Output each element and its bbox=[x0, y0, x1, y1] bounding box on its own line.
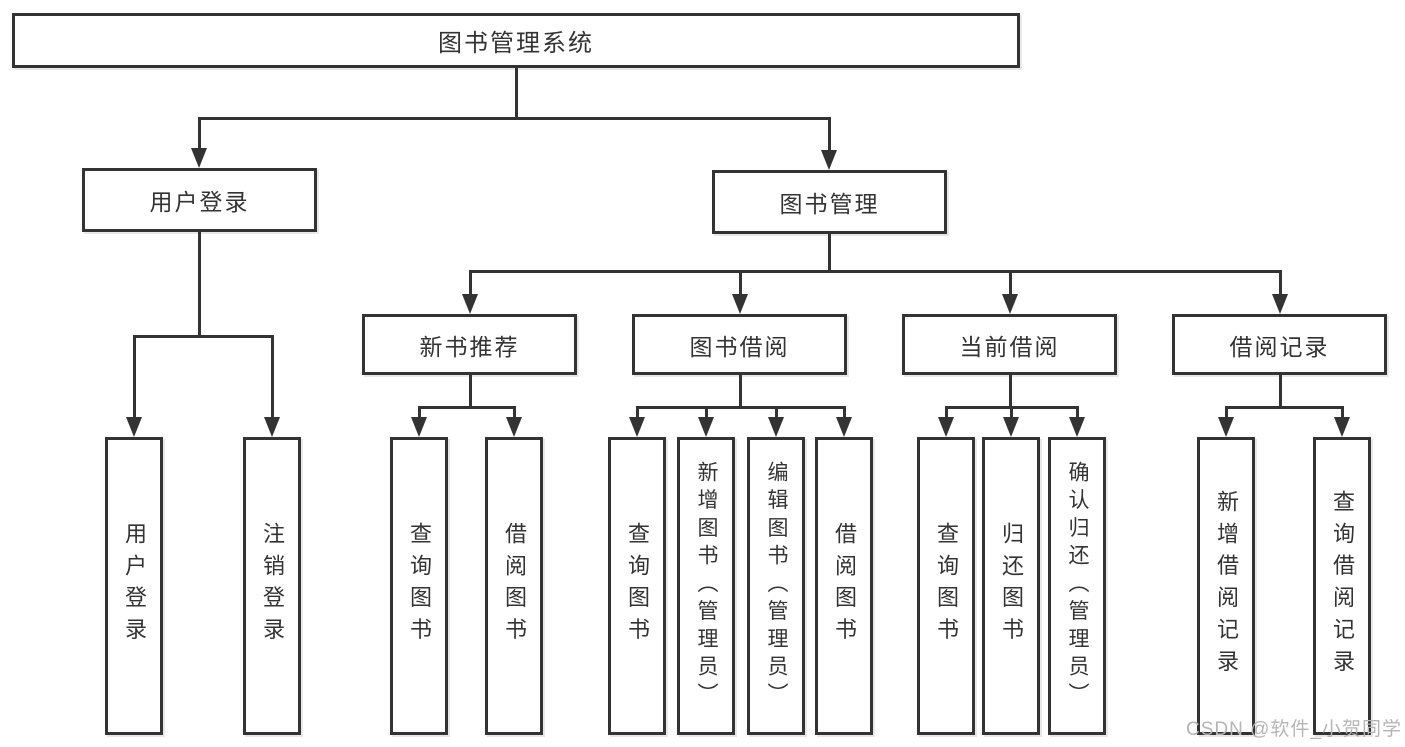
arrowhead-down-icon bbox=[821, 150, 837, 170]
leaf-label: 查询借阅记录 bbox=[1330, 490, 1355, 682]
connector-line bbox=[417, 405, 516, 409]
node-label: 借阅记录 bbox=[1229, 333, 1330, 360]
arrowhead-down-icon bbox=[506, 417, 522, 437]
connector-line bbox=[738, 269, 742, 297]
leaf-label: 查询图书 bbox=[407, 522, 432, 650]
leaf-label: 查询图书 bbox=[934, 522, 959, 650]
leaf-bb-query-book: 查询图书 bbox=[608, 437, 666, 735]
leaf-label: 新增借阅记录 bbox=[1214, 490, 1239, 682]
arrowhead-down-icon bbox=[1002, 294, 1018, 314]
leaf-rec-borrow-book: 借阅图书 bbox=[485, 437, 543, 735]
node-label: 图书管理 bbox=[779, 191, 880, 217]
connector-line bbox=[132, 334, 136, 420]
connector-line bbox=[774, 405, 778, 420]
arrowhead-down-icon bbox=[191, 148, 207, 168]
connector-line bbox=[1224, 405, 1344, 409]
connector-line bbox=[635, 405, 846, 409]
node-root-library-system: 图书管理系统 bbox=[12, 13, 1020, 68]
connector-line bbox=[1340, 405, 1344, 420]
connector-line bbox=[468, 375, 472, 408]
leaf-bb-add-book-admin: 新增图书（管理员） bbox=[677, 437, 735, 735]
arrowhead-down-icon bbox=[1218, 417, 1234, 437]
connector-line bbox=[1008, 375, 1012, 408]
leaf-label: 借阅图书 bbox=[502, 522, 527, 650]
connector-line bbox=[827, 234, 831, 272]
connector-line bbox=[704, 405, 708, 420]
connector-line bbox=[944, 405, 948, 420]
leaf-br-query-record: 查询借阅记录 bbox=[1313, 437, 1371, 735]
node-label: 图书管理系统 bbox=[438, 30, 594, 57]
leaf-label: 借阅图书 bbox=[832, 522, 857, 650]
arrowhead-down-icon bbox=[462, 294, 478, 314]
arrowhead-down-icon bbox=[1334, 417, 1350, 437]
connector-line bbox=[1009, 405, 1013, 420]
arrowhead-down-icon bbox=[836, 417, 852, 437]
connector-line bbox=[842, 405, 846, 420]
leaf-cb-query-book: 查询图书 bbox=[917, 437, 975, 735]
connector-line bbox=[635, 405, 639, 420]
connector-line bbox=[1278, 269, 1282, 297]
node-label: 新书推荐 bbox=[419, 333, 520, 360]
connector-line bbox=[197, 116, 831, 120]
leaf-bb-edit-book-admin: 编辑图书（管理员） bbox=[747, 437, 805, 735]
node-book-management: 图书管理 bbox=[712, 170, 947, 234]
node-book-borrowing: 图书借阅 bbox=[632, 314, 847, 375]
leaf-user-login: 用户登录 bbox=[105, 437, 163, 735]
connector-line bbox=[512, 405, 516, 420]
arrowhead-down-icon bbox=[938, 417, 954, 437]
leaf-br-add-record: 新增借阅记录 bbox=[1197, 437, 1255, 735]
connector-line bbox=[1075, 405, 1079, 420]
leaf-label: 归还图书 bbox=[999, 522, 1024, 650]
arrowhead-down-icon bbox=[411, 417, 427, 437]
connector-line bbox=[827, 116, 831, 153]
connector-line bbox=[197, 232, 201, 336]
leaf-bb-borrow-book: 借阅图书 bbox=[815, 437, 873, 735]
leaf-label: 注销登录 bbox=[260, 522, 285, 650]
connector-line bbox=[417, 405, 421, 420]
leaf-cb-confirm-return-admin: 确认归还（管理员） bbox=[1048, 437, 1106, 735]
arrowhead-down-icon bbox=[264, 417, 280, 437]
leaf-label: 查询图书 bbox=[625, 522, 650, 650]
leaf-label: 编辑图书（管理员） bbox=[765, 461, 788, 711]
arrowhead-down-icon bbox=[768, 417, 784, 437]
connector-line bbox=[132, 334, 274, 338]
connector-line bbox=[514, 68, 518, 118]
connector-line bbox=[738, 375, 742, 408]
connector-line bbox=[468, 269, 1282, 273]
leaf-rec-query-book: 查询图书 bbox=[390, 437, 448, 735]
leaf-cb-return-book: 归还图书 bbox=[982, 437, 1040, 735]
connector-line bbox=[197, 116, 201, 151]
connector-line bbox=[468, 269, 472, 297]
node-label: 当前借阅 bbox=[959, 333, 1060, 360]
connector-line bbox=[270, 334, 274, 420]
node-user-login: 用户登录 bbox=[82, 168, 317, 232]
connector-line bbox=[1224, 405, 1228, 420]
leaf-label: 确认归还（管理员） bbox=[1066, 461, 1089, 711]
leaf-logout: 注销登录 bbox=[243, 437, 301, 735]
node-borrowing-records: 借阅记录 bbox=[1172, 314, 1387, 375]
leaf-label: 新增图书（管理员） bbox=[695, 461, 718, 711]
connector-line bbox=[1278, 375, 1282, 408]
node-label: 图书借阅 bbox=[689, 333, 790, 360]
arrowhead-down-icon bbox=[1003, 417, 1019, 437]
arrowhead-down-icon bbox=[126, 417, 142, 437]
arrowhead-down-icon bbox=[1069, 417, 1085, 437]
node-current-borrowing: 当前借阅 bbox=[902, 314, 1117, 375]
node-new-book-recommendation: 新书推荐 bbox=[362, 314, 577, 375]
node-label: 用户登录 bbox=[149, 189, 250, 215]
connector-line bbox=[1008, 269, 1012, 297]
arrowhead-down-icon bbox=[732, 294, 748, 314]
leaf-label: 用户登录 bbox=[122, 522, 147, 650]
arrowhead-down-icon bbox=[698, 417, 714, 437]
arrowhead-down-icon bbox=[1272, 294, 1288, 314]
arrowhead-down-icon bbox=[629, 417, 645, 437]
